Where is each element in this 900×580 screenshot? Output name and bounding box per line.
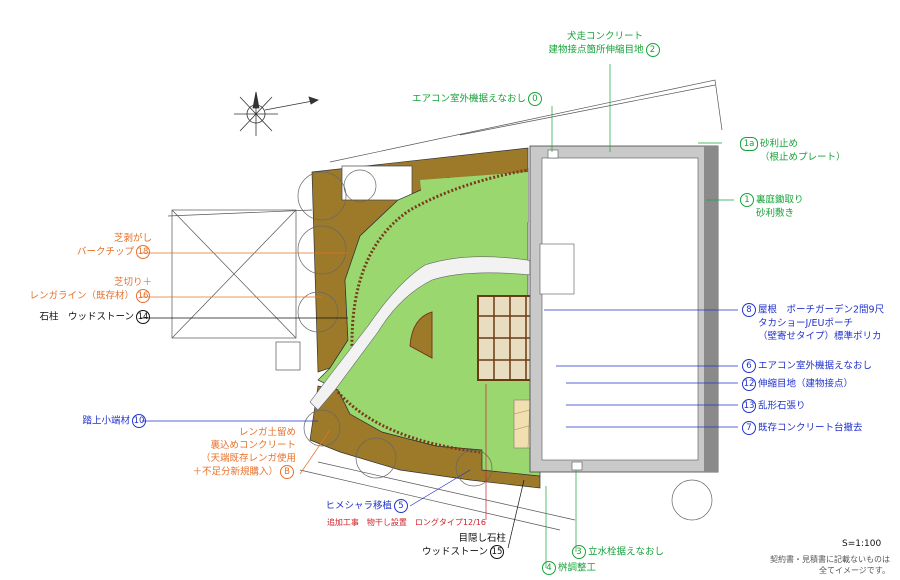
label-brick-retaining: レンガ土留め 裏込めコンクリート （天端既存レンガ使用 ＋不足分新規購入）B [192, 427, 296, 479]
house-building [529, 145, 719, 473]
label-additional-work: 追加工事 物干し設置 ロングタイプ12/16 [326, 518, 486, 527]
neighbor-house-roof [171, 209, 301, 371]
tree-symbols [297, 169, 713, 521]
patio-slab [341, 165, 413, 201]
scale-text: S=1:100 [842, 539, 882, 549]
property-boundary [167, 79, 723, 531]
lawn-upper [420, 172, 528, 270]
stepping-path [309, 256, 541, 411]
semi-circle-bed [409, 311, 433, 359]
leader-lines [140, 64, 738, 568]
label-brick-line: 芝切り＋ レンガライン（既存材）16 [29, 277, 152, 303]
compass-rose-icon [234, 91, 319, 136]
brick-edge-line [350, 168, 529, 351]
brick-retaining-line [336, 391, 481, 454]
notice-text: 契約書・見積書に記載ないものは 全てイメージです。 [770, 555, 890, 575]
